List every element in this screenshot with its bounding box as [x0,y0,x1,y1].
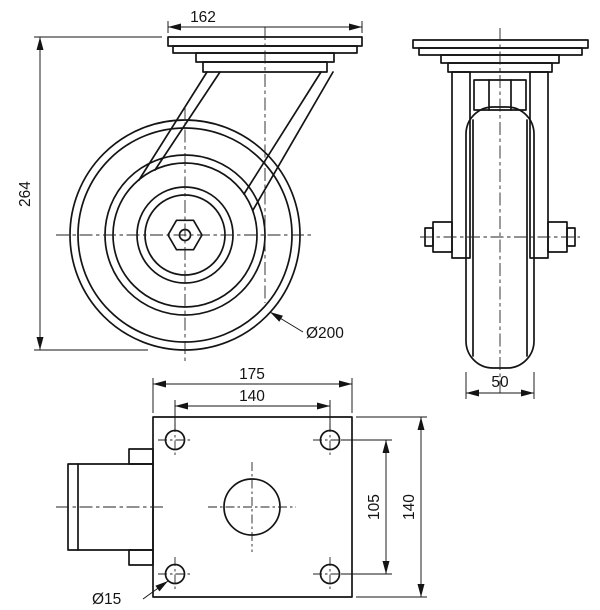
front-fork-inner-left [154,71,221,171]
dim-175-label: 175 [239,366,265,383]
front-fork-inner-right [243,71,322,195]
front-view [56,27,363,362]
dim-105-label: 105 [366,494,383,520]
top-fork-tab-lower [128,549,154,566]
dim-d200-label: Ø200 [306,325,344,342]
side-plate-flange [412,39,589,49]
side-view-dimensions: 50 [465,372,535,399]
top-view [56,416,353,598]
front-fork-outer-right [252,71,334,211]
dim-140x-label: 140 [239,388,265,405]
dim-50-label: 50 [491,374,509,391]
dim-264-label: 264 [17,181,34,207]
top-view-dimensions: 175 140 105 140 Ø15 [92,366,427,608]
dim-140y-label: 140 [401,494,418,520]
side-view [412,28,589,396]
dim-d15-leader [142,580,169,600]
dim-d15-label: Ø15 [92,591,121,608]
dim-162-label: 162 [190,9,216,26]
dim-d200-leader [269,311,304,333]
side-plate-body [418,47,583,56]
side-fork-leg-left [451,71,471,259]
front-view-dimensions: 162 264 Ø200 [17,9,363,351]
side-fork-leg-right [529,71,549,259]
top-fork-tab-upper [128,448,154,465]
